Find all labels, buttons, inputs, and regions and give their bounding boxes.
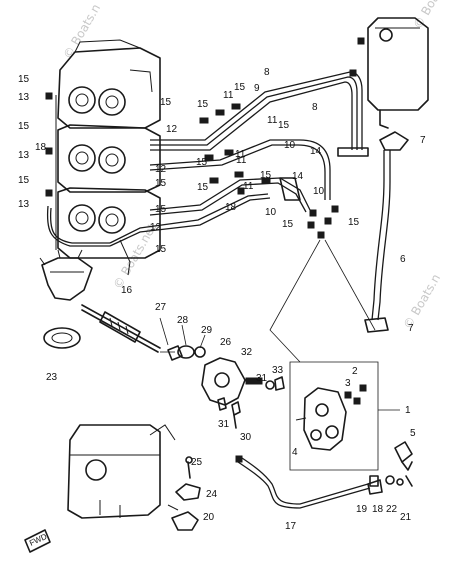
- callout-18b: 18: [225, 202, 237, 213]
- callout-29: 29: [201, 325, 213, 336]
- callout-10b: 10: [313, 186, 325, 197]
- callout-26: 26: [220, 337, 232, 348]
- callout-15f: 15: [234, 82, 246, 93]
- cable-17: [235, 455, 383, 509]
- callout-8a: 8: [264, 67, 270, 78]
- callout-15h: 15: [196, 157, 208, 168]
- callout-28: 28: [177, 315, 189, 326]
- callout-15l: 15: [155, 204, 167, 215]
- callout-31a: 31: [256, 373, 268, 384]
- callout-4: 4: [292, 447, 298, 458]
- callout-17: 17: [285, 521, 297, 532]
- callout-3: 3: [345, 378, 351, 389]
- carburetor-stack: [55, 39, 161, 276]
- drive-shaft-group: [39, 249, 161, 353]
- housing-26: [201, 357, 285, 429]
- callout-labels: 1 2 3 4 5 6 7 7 8 8 9 10 10 10 11 11 11 …: [18, 67, 426, 532]
- callout-10c: 10: [265, 207, 277, 218]
- fwd-label: FWD: [28, 532, 49, 548]
- callout-15o: 15: [348, 217, 360, 228]
- callout-7a: 7: [420, 135, 426, 146]
- callout-30: 30: [240, 432, 252, 443]
- callout-9: 9: [254, 83, 260, 94]
- callout-13a: 13: [18, 92, 30, 103]
- callout-11d: 11: [243, 181, 254, 192]
- engine-block: [67, 424, 176, 519]
- callout-12b: 12: [155, 164, 167, 175]
- callout-2: 2: [352, 366, 358, 377]
- callout-23: 23: [46, 372, 58, 383]
- callout-15j: 15: [197, 182, 209, 193]
- callout-11c: 11: [236, 155, 247, 166]
- left-fittings: [45, 92, 110, 247]
- callout-14b: 14: [292, 171, 304, 182]
- watermark-top-right: © Boats: [410, 0, 447, 31]
- watermark-mid-right: © Boats.n: [400, 272, 443, 332]
- callout-15k: 15: [260, 170, 272, 181]
- callout-15i: 15: [155, 178, 167, 189]
- callout-31b: 31: [218, 419, 230, 430]
- fuel-hoses: [109, 69, 369, 247]
- callout-11e: 11: [235, 149, 246, 160]
- callout-11b: 11: [267, 115, 278, 126]
- callout-15a: 15: [18, 74, 30, 85]
- bottom-fittings: [369, 475, 413, 487]
- fwd-direction-mark: FWD: [24, 529, 51, 553]
- callout-19: 19: [356, 504, 368, 515]
- callout-15b: 15: [18, 121, 30, 132]
- callout-11a: 11: [223, 90, 234, 101]
- callout-15g: 15: [278, 120, 290, 131]
- callout-22: 22: [386, 504, 398, 515]
- callout-1: 1: [405, 405, 411, 416]
- callout-32: 32: [241, 347, 253, 358]
- callout-6: 6: [400, 254, 406, 265]
- small-parts-chain: [159, 317, 206, 361]
- callout-12a: 12: [166, 124, 178, 135]
- callout-15c: 15: [18, 175, 30, 186]
- callout-33: 33: [272, 365, 284, 376]
- fuel-filter-bowl: [357, 17, 429, 151]
- fuel-pump-assembly: [289, 361, 413, 471]
- callout-5: 5: [410, 428, 416, 439]
- leader-to-pump-right: [324, 239, 376, 331]
- callout-7b: 7: [408, 323, 414, 334]
- callout-24: 24: [206, 489, 218, 500]
- callout-15m: 15: [155, 244, 167, 255]
- callout-27: 27: [155, 302, 167, 313]
- lower-linkage: [167, 456, 201, 531]
- callout-10a: 10: [284, 140, 296, 151]
- hose-6: [364, 150, 391, 333]
- watermark-top-left: © Boats.n: [60, 2, 103, 62]
- callout-25: 25: [191, 457, 203, 468]
- callout-16: 16: [121, 285, 133, 296]
- callout-12c: 12: [150, 222, 162, 233]
- callout-15d: 15: [160, 97, 172, 108]
- callout-18a: 18: [35, 142, 47, 153]
- callout-15e: 15: [197, 99, 209, 110]
- callout-13c: 13: [18, 199, 30, 210]
- callout-15n: 15: [282, 219, 294, 230]
- leader-to-pump: [269, 239, 321, 363]
- callout-14a: 14: [310, 146, 322, 157]
- callout-18c: 18: [372, 504, 384, 515]
- callout-8b: 8: [312, 102, 318, 113]
- callout-20: 20: [203, 512, 215, 523]
- callout-21: 21: [400, 512, 412, 523]
- callout-13b: 13: [18, 150, 30, 161]
